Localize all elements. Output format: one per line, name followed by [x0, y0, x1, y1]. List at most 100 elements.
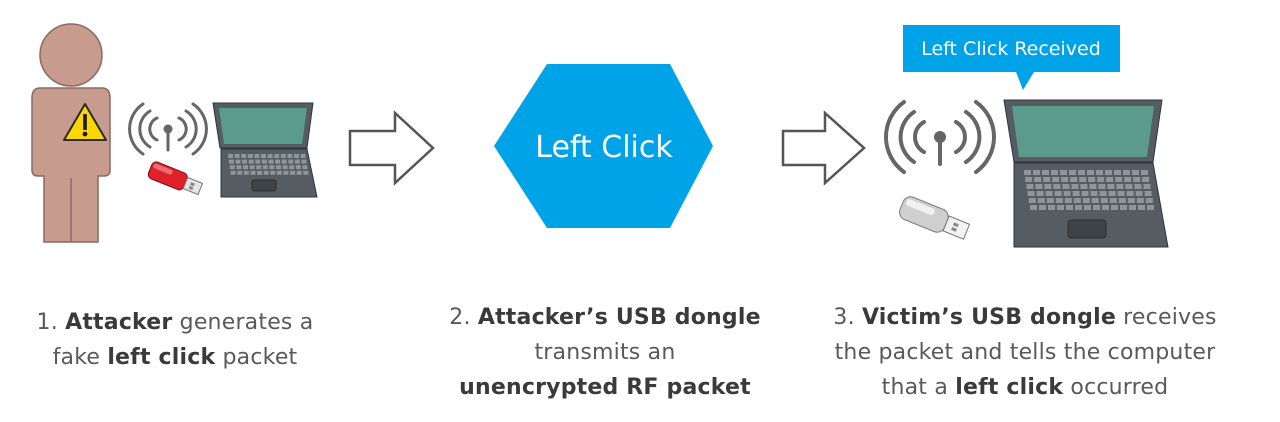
keyboard-key: [1091, 198, 1099, 203]
keyboard-key: [1078, 170, 1085, 175]
keyboard-key: [1138, 205, 1145, 210]
caption-emphasis: Attacker: [65, 310, 173, 335]
caption-text: that a: [881, 375, 956, 400]
keyboard-key: [1037, 198, 1045, 203]
keyboard-key: [1061, 177, 1069, 182]
keyboard-key: [1133, 177, 1141, 182]
keyboard-key: [1052, 177, 1060, 182]
laptop-icon: [212, 102, 318, 198]
keyboard-key: [263, 170, 269, 175]
caption-line: unencrypted RF packet: [430, 370, 780, 405]
keyboard-key: [1042, 170, 1049, 175]
keyboard-key: [287, 154, 293, 158]
step-number: 3.: [833, 305, 862, 330]
keyboard-key: [1126, 191, 1134, 196]
caption-text: fake: [52, 345, 108, 370]
caption-line: that a left click occurred: [795, 370, 1255, 405]
keyboard-key: [1070, 177, 1078, 182]
usb-dongle-icon: [147, 161, 204, 196]
keyboard-key: [1073, 198, 1081, 203]
keyboard-key: [283, 170, 289, 175]
keyboard-key: [1136, 198, 1144, 203]
keyboard-key: [274, 154, 280, 158]
keyboard-key: [276, 170, 282, 175]
keyboard-key: [290, 170, 296, 175]
keyboard-key: [1135, 191, 1143, 196]
keyboard-key: [1127, 198, 1135, 203]
left-click-received-callout: Left Click Received: [903, 25, 1120, 90]
laptop-icon: [1003, 99, 1169, 248]
keyboard-key: [302, 165, 308, 170]
keyboard-key: [1107, 184, 1115, 189]
keyboard-key: [1141, 170, 1148, 175]
keyboard-key: [1125, 184, 1133, 189]
caption-line: 3. Victim’s USB dongle receives: [795, 300, 1255, 335]
caption-line: fake left click packet: [20, 340, 330, 375]
keyboard-key: [1134, 184, 1142, 189]
keyboard-key: [300, 154, 306, 158]
keyboard-key: [1118, 198, 1126, 203]
keyboard-key: [1043, 177, 1051, 182]
keyboard-key: [294, 159, 300, 164]
keyboard-key: [1034, 177, 1042, 182]
keyboard-key: [1055, 198, 1063, 203]
caption-line: the packet and tells the computer: [795, 335, 1255, 370]
keyboard-key: [275, 159, 281, 164]
keyboard-key: [1057, 205, 1064, 210]
keyboard-key: [229, 165, 235, 170]
keyboard-key: [230, 170, 236, 175]
keyboard-key: [295, 165, 301, 170]
keyboard-key: [1063, 191, 1071, 196]
keyboard-key: [1115, 177, 1123, 182]
caption-line: 2. Attacker’s USB dongle: [430, 300, 780, 335]
keyboard-key: [1102, 205, 1109, 210]
keyboard-key: [1129, 205, 1136, 210]
keyboard-key: [1080, 184, 1088, 189]
keyboard-key: [1100, 198, 1108, 203]
keyboard-key: [1028, 198, 1036, 203]
caption-text: transmits an: [534, 340, 676, 365]
keyboard-key: [1105, 170, 1112, 175]
keyboard-key: [1069, 170, 1076, 175]
keyboard-key: [261, 154, 266, 158]
keyboard-key: [1147, 205, 1154, 210]
right-arrow-icon: [781, 110, 866, 186]
keyboard-key: [247, 154, 253, 158]
caption-text: occurred: [1063, 375, 1169, 400]
keyboard-key: [1027, 191, 1035, 196]
keyboard-key: [243, 170, 249, 175]
step-2-caption: 2. Attacker’s USB dongle transmits an unen…: [430, 300, 780, 405]
caption-line: 1. Attacker generates a: [20, 305, 330, 340]
keyboard-key: [234, 154, 240, 158]
keyboard-key: [1039, 205, 1046, 210]
keyboard-key: [294, 154, 299, 158]
keyboard-key: [1116, 184, 1124, 189]
keyboard-key: [280, 154, 286, 158]
caption-emphasis: Attacker’s USB dongle: [477, 305, 761, 330]
keyboard-key: [1098, 184, 1106, 189]
warning-icon: [63, 103, 107, 141]
keyboard-key: [1123, 170, 1130, 175]
keyboard-key: [248, 159, 254, 164]
keyboard-key: [1053, 184, 1061, 189]
keyboard-key: [1071, 184, 1079, 189]
caption-text: receives: [1115, 305, 1217, 330]
keyboard-key: [270, 170, 276, 175]
keyboard-key: [1046, 198, 1054, 203]
keyboard-key: [1089, 184, 1097, 189]
keyboard-key: [1087, 170, 1094, 175]
keyboard-key: [1117, 191, 1125, 196]
caption-emphasis: left click: [955, 375, 1064, 400]
keyboard-key: [1111, 205, 1118, 210]
keyboard-key: [241, 154, 247, 158]
keyboard-key: [288, 159, 294, 164]
keyboard-key: [235, 159, 241, 164]
keyboard-key: [267, 154, 273, 158]
usb-dongle-icon: [899, 196, 971, 240]
keyboard-key: [1106, 177, 1114, 182]
keyboard-key: [237, 170, 243, 175]
keyboard-key: [1036, 191, 1044, 196]
